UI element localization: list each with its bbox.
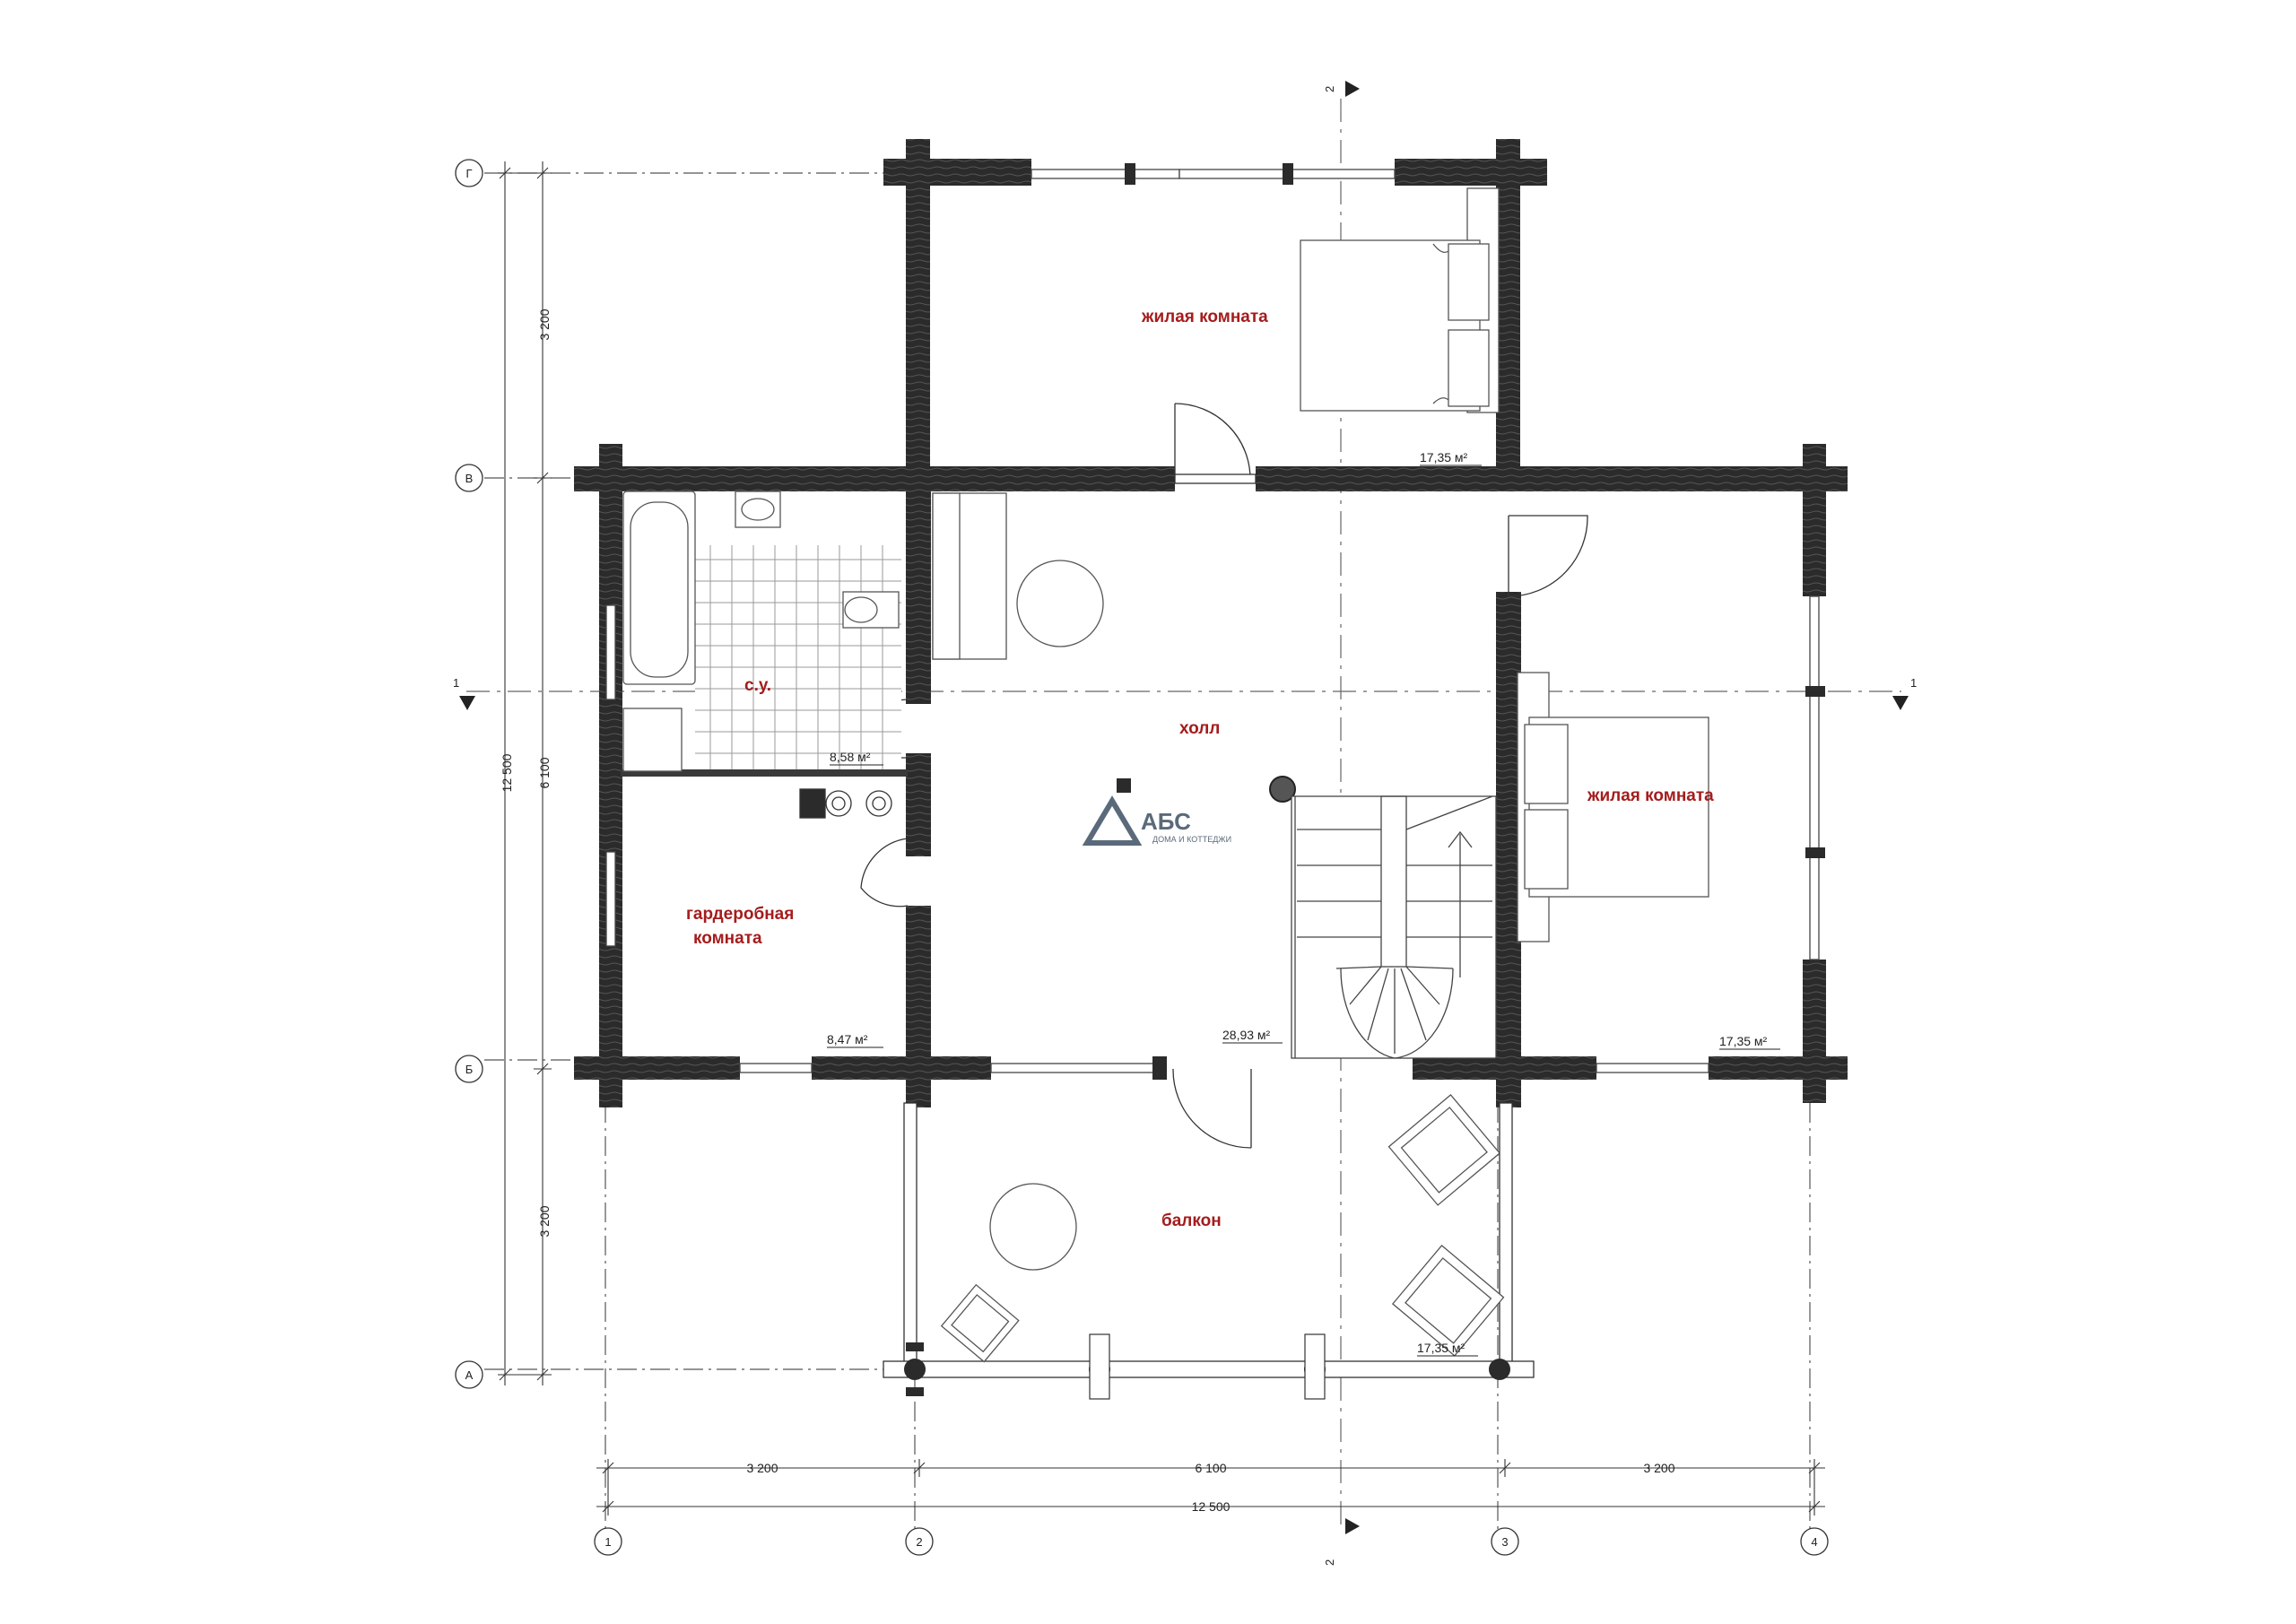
area-balcony: 17,35 м² [1417, 1341, 1465, 1355]
section-label-left: 1 [453, 676, 459, 690]
label-balcony: балкон [1161, 1211, 1222, 1230]
axis-row-g: Г [465, 167, 472, 180]
label-bath: с.у. [744, 676, 771, 695]
dim-left-total: 12 500 [500, 753, 514, 792]
dim-left-top: 3 200 [537, 308, 552, 340]
axis-col-1: 1 [604, 1535, 611, 1549]
area-wardrobe: 8,47 м² [827, 1032, 868, 1046]
partition-wall [621, 769, 908, 777]
section-markers: 1 1 2 2 [453, 81, 1917, 1566]
dim-bottom-mid: 6 100 [1195, 1461, 1226, 1475]
col-axis-markers [594, 1527, 1829, 1556]
area-hall: 28,93 м² [1222, 1028, 1271, 1042]
dim-bottom-total: 12 500 [1192, 1499, 1231, 1514]
axis-col-3: 3 [1501, 1535, 1508, 1549]
bed-top [1300, 187, 1500, 413]
abs-logo: АБС ДОМА И КОТТЕДЖИ [1082, 795, 1231, 846]
walls [574, 139, 1848, 1107]
balcony-post-caps [1089, 1333, 1326, 1400]
area-bedroom-top: 17,35 м² [1420, 450, 1468, 465]
balcony-railing [883, 1102, 1535, 1378]
dimension-lines-left [498, 161, 552, 1385]
logo-triangle-icon [1082, 795, 1143, 846]
balcony-furniture [940, 1093, 1505, 1363]
dim-left-mid: 6 100 [537, 757, 552, 788]
area-bath: 8,58 м² [830, 750, 871, 764]
axis-row-a: А [465, 1368, 474, 1382]
label-hall: холл [1179, 719, 1220, 738]
axis-col-4: 4 [1811, 1535, 1817, 1549]
staircase [1291, 795, 1497, 1059]
hall-columns [1117, 776, 1296, 803]
bath-fixtures [622, 491, 900, 772]
logo-sub-text: ДОМА И КОТТЕДЖИ [1152, 835, 1231, 844]
label-bedroom-right: жилая комната [1587, 786, 1714, 805]
logo-main-text: АБС [1141, 808, 1191, 835]
dim-bottom-left: 3 200 [746, 1461, 778, 1475]
bed-right [1517, 672, 1709, 942]
window-mullions [1125, 163, 1825, 1080]
section-label-top: 2 [1323, 86, 1336, 92]
label-wardrobe-2: комната [693, 929, 762, 948]
wardrobe-appliances [799, 788, 892, 819]
dimension-lines-bottom [596, 1459, 1825, 1515]
room-labels: жилая комната с.у. холл жилая комната га… [686, 308, 1714, 1230]
axis-col-2: 2 [916, 1535, 922, 1549]
axis-row-v: В [465, 472, 474, 485]
windows [605, 169, 1820, 1073]
axis-row-b: Б [465, 1063, 474, 1076]
section-label-right: 1 [1910, 676, 1917, 690]
room-areas: 17,35 м² 8,58 м² 28,93 м² 17,35 м² 8,47 … [827, 450, 1780, 1357]
dim-left-bottom: 3 200 [537, 1205, 552, 1237]
section-label-bottom: 2 [1323, 1559, 1336, 1566]
hall-furniture [932, 492, 1104, 660]
bath-tile-floor [695, 545, 901, 769]
label-wardrobe-1: гардеробная [686, 905, 794, 924]
row-axis-markers [455, 159, 483, 1389]
area-bedroom-right: 17,35 м² [1719, 1034, 1768, 1048]
label-bedroom-top: жилая комната [1141, 308, 1268, 326]
dim-bottom-right: 3 200 [1643, 1461, 1674, 1475]
